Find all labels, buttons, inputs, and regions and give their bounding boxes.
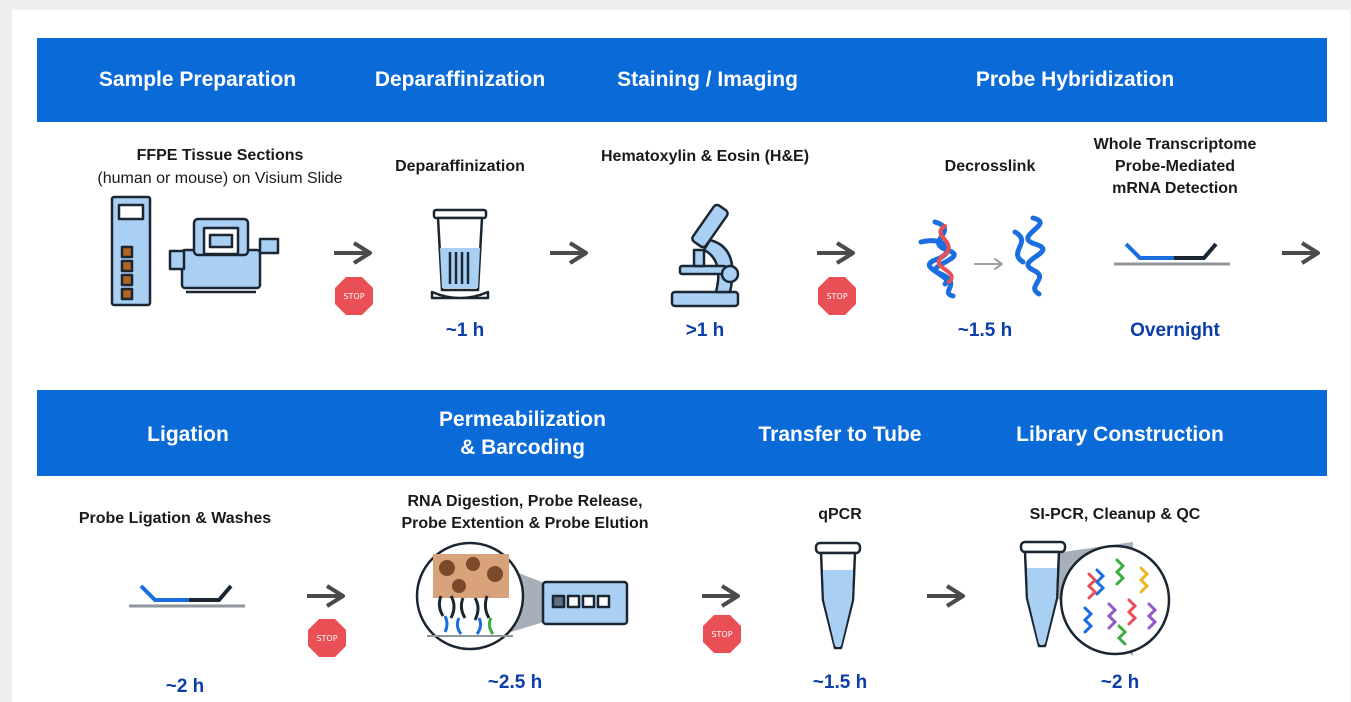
arrow-icon: [307, 584, 345, 608]
microscope-icon: [670, 203, 740, 308]
library-tube-icon: [1019, 540, 1171, 656]
step-ffpe-title: FFPE Tissue Sections: [136, 147, 304, 164]
probe-ligation-icon: [129, 584, 245, 608]
step-sipcr-title: SI-PCR, Cleanup & QC: [1029, 506, 1201, 523]
header-staining-imaging: Staining / Imaging: [617, 68, 798, 91]
step-probe-detection-title-1: Whole Transcriptome: [1093, 136, 1257, 153]
header-sample-preparation: Sample Preparation: [98, 68, 297, 91]
stop-sign-icon: STOP: [818, 277, 856, 315]
step-deparaffinization-title: Deparaffinization: [395, 158, 525, 175]
stop-sign-label: STOP: [316, 634, 337, 643]
time-qpcr: ~1.5 h: [812, 672, 868, 693]
stop-sign-icon: STOP: [703, 615, 741, 653]
header-deparaffinization: Deparaffinization: [374, 68, 546, 91]
step-decrosslink-title: Decrosslink: [944, 158, 1036, 175]
arrow-icon: [550, 241, 588, 265]
step-probe-ligation-title: Probe Ligation & Washes: [78, 510, 272, 527]
arrow-icon: [334, 241, 372, 265]
probe-hybridization-icon: [1114, 242, 1230, 266]
step-probe-detection-title-2: Probe-Mediated: [1114, 158, 1235, 175]
step-rna-digestion-title-2: Probe Extention & Probe Elution: [401, 515, 649, 532]
qpcr-tube-icon: [814, 541, 862, 650]
time-decrosslink: ~1.5 h: [957, 320, 1013, 341]
arrow-icon: [927, 584, 965, 608]
time-probe-detection: Overnight: [1130, 320, 1220, 341]
step-rna-digestion-title-1: RNA Digestion, Probe Release,: [407, 493, 643, 510]
header-permeabilization-2: & Barcoding: [460, 436, 585, 459]
arrow-icon: [702, 584, 740, 608]
header-band-row2: [37, 390, 1327, 476]
step-he-title: Hematoxylin & Eosin (H&E): [600, 148, 810, 165]
permeabilization-tissue-icon: [415, 541, 629, 651]
time-he: >1 h: [685, 320, 725, 341]
stop-sign-label: STOP: [711, 630, 732, 639]
slide-and-microtome-icon: [110, 195, 280, 307]
header-library-construction: Library Construction: [1016, 423, 1224, 446]
stop-sign-label: STOP: [343, 292, 364, 301]
header-ligation: Ligation: [147, 423, 229, 446]
step-ffpe-subtitle: (human or mouse) on Visium Slide: [97, 170, 343, 187]
arrow-icon: [1282, 241, 1320, 265]
stop-sign-label: STOP: [826, 292, 847, 301]
time-sipcr: ~2 h: [1100, 672, 1140, 693]
step-qpcr-title: qPCR: [818, 506, 862, 523]
coplin-jar-icon: [430, 208, 490, 300]
header-probe-hybridization: Probe Hybridization: [975, 68, 1175, 91]
time-probe-ligation: ~2 h: [165, 676, 205, 697]
time-deparaffinization: ~1 h: [445, 320, 485, 341]
time-rna-digestion: ~2.5 h: [487, 672, 543, 693]
decrosslink-strands-icon: [918, 215, 1046, 299]
header-band-row1: [37, 38, 1327, 122]
header-transfer-to-tube: Transfer to Tube: [758, 423, 922, 446]
step-probe-detection-title-3: mRNA Detection: [1112, 180, 1238, 197]
arrow-icon: [817, 241, 855, 265]
header-permeabilization-1: Permeabilization: [439, 408, 606, 431]
stop-sign-icon: STOP: [308, 619, 346, 657]
stop-sign-icon: STOP: [335, 277, 373, 315]
